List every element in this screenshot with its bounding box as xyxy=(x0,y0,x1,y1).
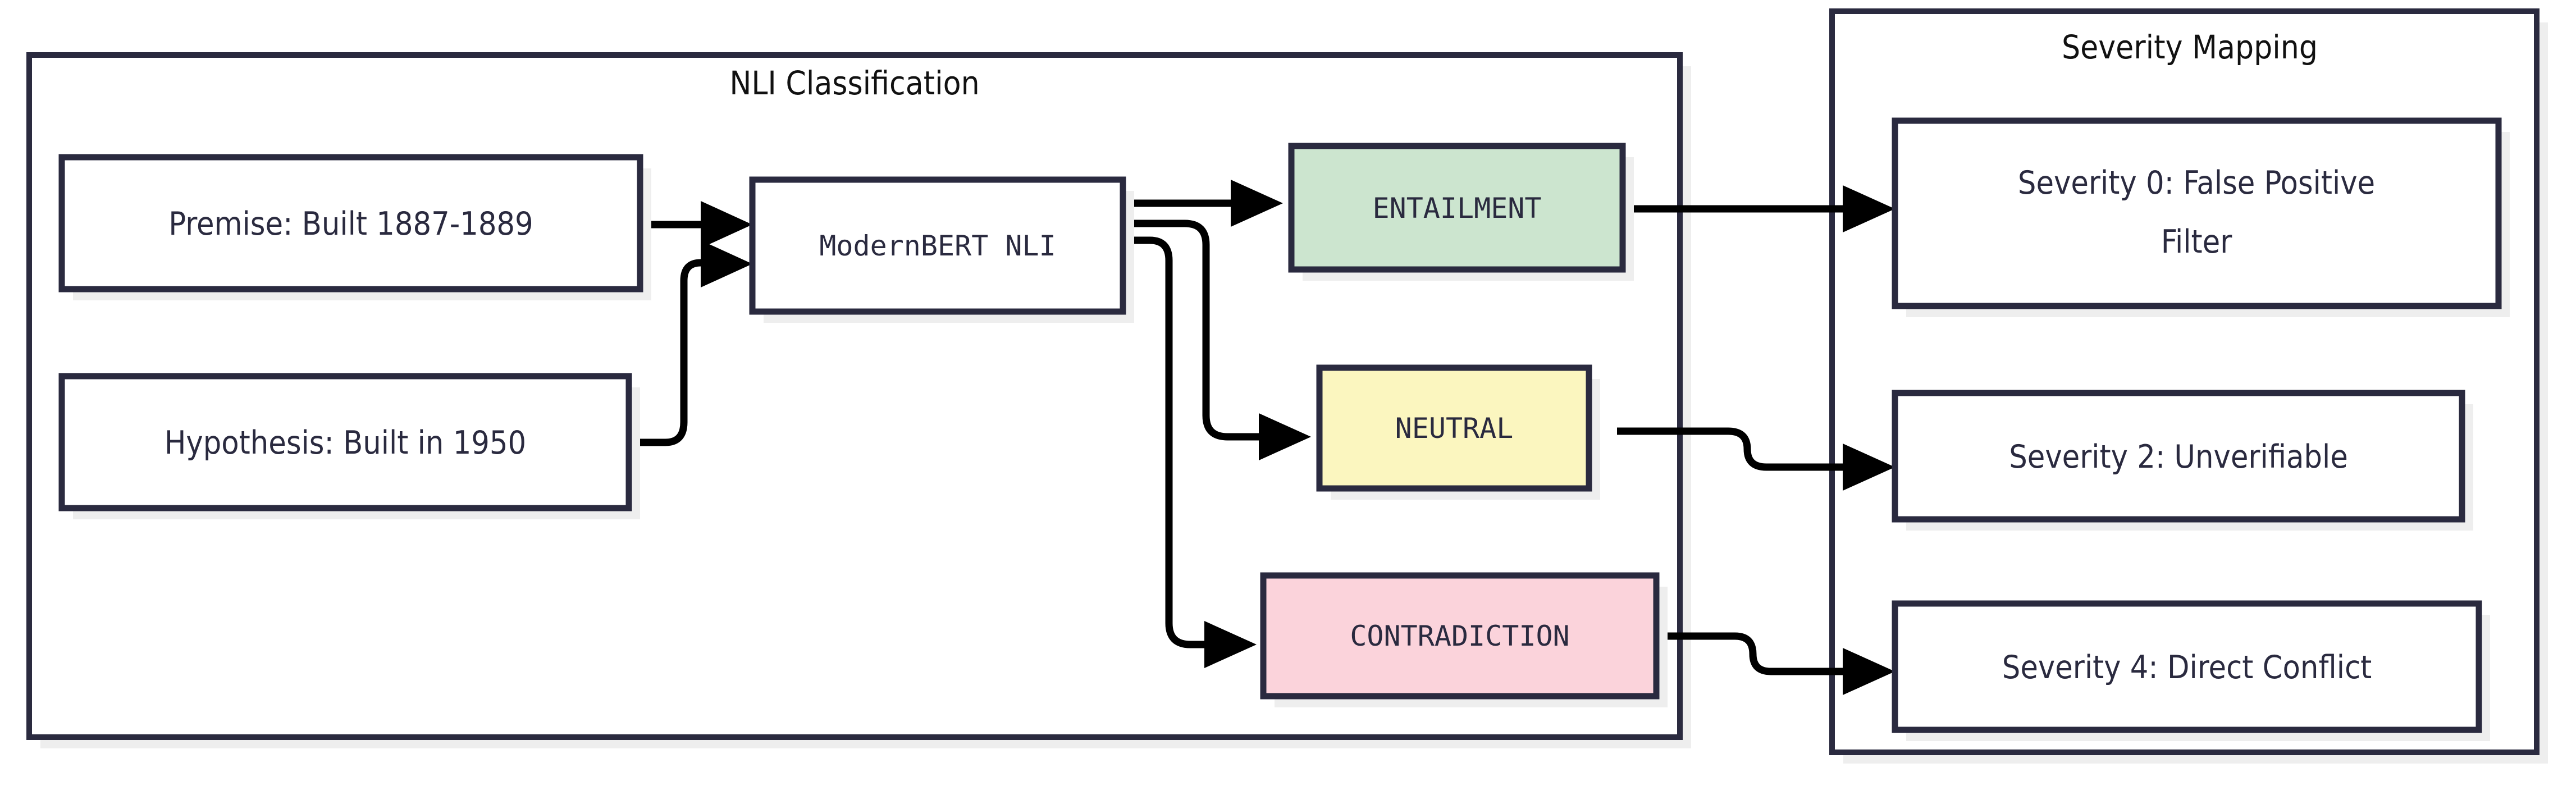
node-model-label: ModernBERT NLI xyxy=(819,230,1056,262)
arrowhead-entailment-sev0 xyxy=(1843,185,1895,232)
node-sev0-label-line1: Severity 0: False Positive xyxy=(2018,164,2375,202)
node-contradiction[interactable]: CONTRADICTION xyxy=(1260,572,1668,707)
arrowhead-model-contradiction xyxy=(1204,621,1257,668)
edge-model-to-neutral xyxy=(1129,220,1311,460)
node-neutral-label: NEUTRAL xyxy=(1395,412,1514,445)
node-neutral[interactable]: NEUTRAL xyxy=(1316,364,1600,500)
node-contradiction-box[interactable] xyxy=(1260,572,1660,700)
node-severity-2[interactable]: Severity 2: Unverifiable xyxy=(1892,390,2473,531)
edge-neutral-to-sev2 xyxy=(1617,427,1895,491)
arrowhead-contradiction-sev4 xyxy=(1843,648,1895,695)
edge-model-to-entailment xyxy=(1129,180,1283,227)
node-severity-4[interactable]: Severity 4: Direct Conflict xyxy=(1892,600,2490,741)
node-sev4-label: Severity 4: Direct Conflict xyxy=(2002,649,2372,686)
subgraph-nli-title: NLI Classification xyxy=(729,64,979,102)
node-contradiction-label: CONTRADICTION xyxy=(1350,620,1569,652)
node-premise-label: Premise: Built 1887-1889 xyxy=(168,205,533,243)
edge-model-to-contradiction xyxy=(1129,236,1257,668)
edge-contradiction-to-sev4 xyxy=(1645,632,1895,695)
node-sev2-box[interactable] xyxy=(1892,390,2465,523)
node-sev4-box[interactable] xyxy=(1892,600,2482,733)
node-hypothesis[interactable]: Hypothesis: Built in 1950 xyxy=(58,373,640,519)
node-premise-box[interactable] xyxy=(58,154,643,293)
arrowhead-model-neutral xyxy=(1259,413,1311,460)
arrowhead-hypothesis-model xyxy=(701,240,752,287)
node-model-box[interactable] xyxy=(749,176,1126,315)
node-sev2-label: Severity 2: Unverifiable xyxy=(2009,438,2348,476)
node-entailment[interactable]: ENTAILMENT xyxy=(1288,143,1634,281)
node-entailment-label: ENTAILMENT xyxy=(1372,192,1541,225)
node-modernbert-nli[interactable]: ModernBERT NLI xyxy=(749,176,1134,323)
node-entailment-box[interactable] xyxy=(1288,143,1626,273)
edge-layer xyxy=(637,180,1895,695)
arrowhead-premise-model xyxy=(701,201,752,248)
edge-hypothesis-to-model xyxy=(637,240,752,446)
arrowhead-neutral-sev2 xyxy=(1843,444,1895,491)
node-premise[interactable]: Premise: Built 1887-1889 xyxy=(58,154,651,300)
node-sev0-box[interactable] xyxy=(1892,117,2502,309)
subgraph-severity-title: Severity Mapping xyxy=(2062,28,2318,66)
node-severity-0[interactable]: Severity 0: False Positive Filter xyxy=(1892,117,2510,317)
node-hypothesis-box[interactable] xyxy=(58,373,632,511)
edge-entailment-to-sev0 xyxy=(1627,185,1895,232)
edge-premise-to-model xyxy=(648,201,752,248)
node-neutral-box[interactable] xyxy=(1316,364,1592,492)
node-sev0-label-line2: Filter xyxy=(2161,223,2233,261)
arrowhead-model-entailment xyxy=(1231,180,1283,227)
node-hypothesis-label: Hypothesis: Built in 1950 xyxy=(165,424,526,461)
